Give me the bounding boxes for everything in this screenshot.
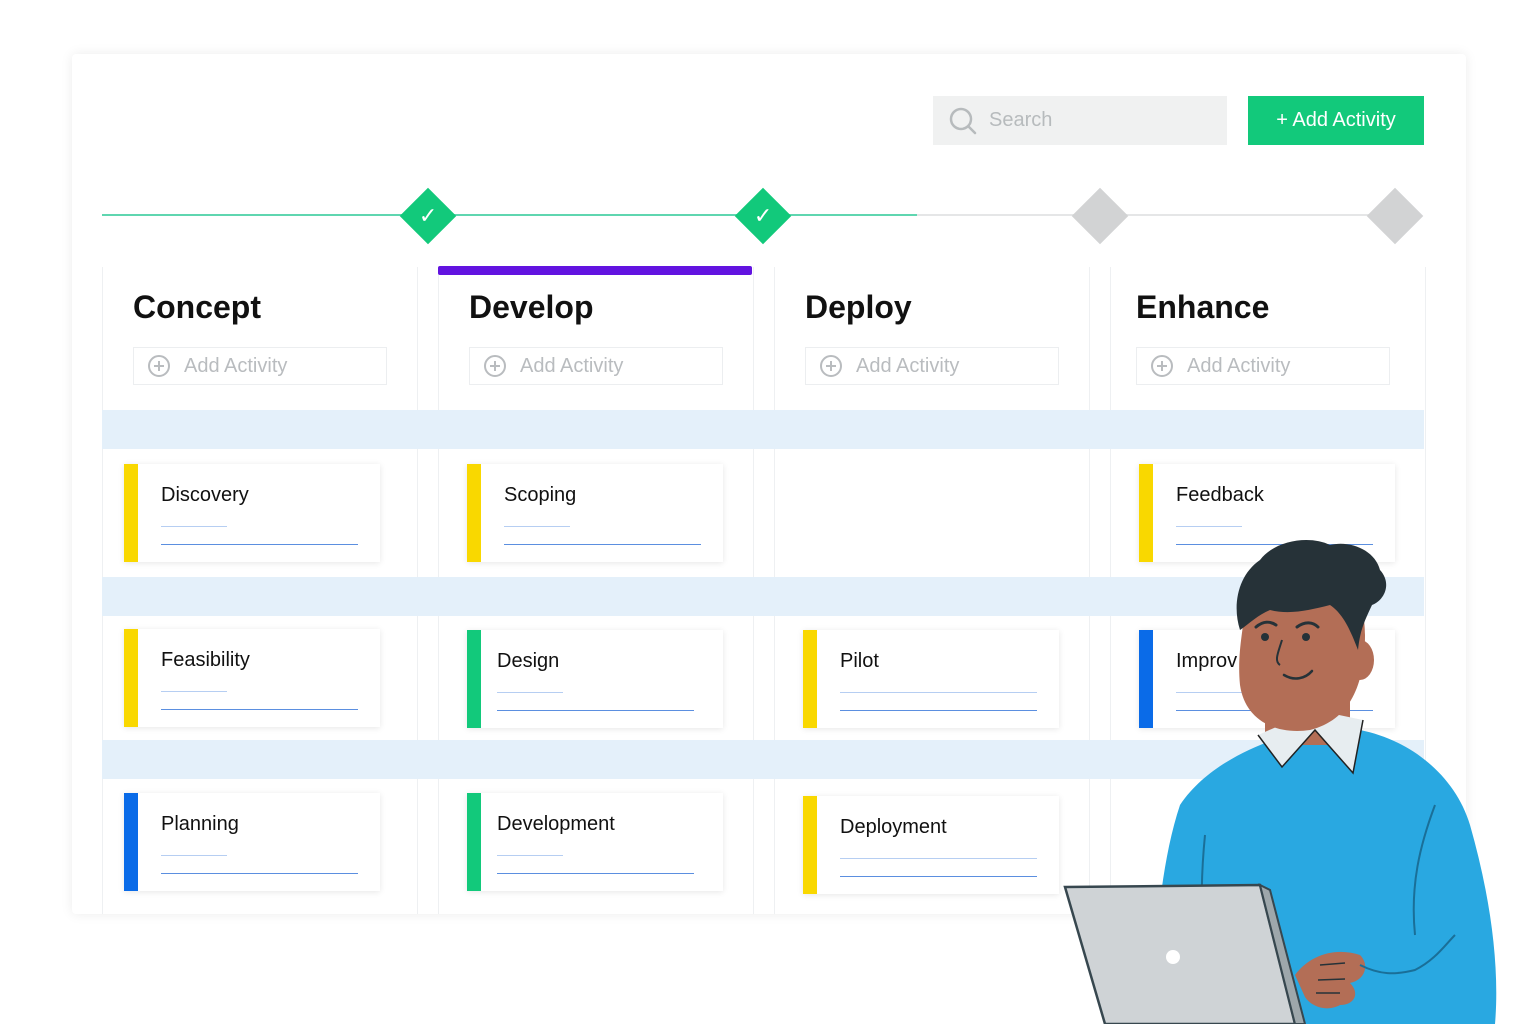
activity-card-development[interactable]: Development [467, 793, 723, 891]
card-color-stripe [1139, 630, 1153, 728]
search-input[interactable] [987, 108, 1191, 133]
card-line [161, 873, 358, 874]
card-color-stripe [124, 464, 138, 562]
timeline-pending-line [917, 214, 1395, 216]
swimlane-divider [102, 577, 1424, 616]
add-activity-label: Add Activity [520, 354, 624, 377]
card-line [161, 709, 358, 710]
column-add-activity[interactable]: Add Activity [805, 347, 1059, 385]
card-line [161, 855, 227, 856]
activity-card-design[interactable]: Design [467, 630, 723, 728]
card-title: Discovery [161, 484, 249, 506]
card-color-stripe [124, 629, 138, 727]
card-title: Pilot [840, 650, 879, 672]
card-title: Feasibility [161, 649, 250, 671]
activity-card-pilot[interactable]: Pilot [803, 630, 1059, 728]
card-title: Feedback [1176, 484, 1264, 506]
card-line [1176, 692, 1242, 693]
column-add-activity[interactable]: Add Activity [133, 347, 387, 385]
card-title: Design [497, 650, 560, 672]
card-line [497, 710, 694, 711]
check-icon: ✓ [753, 203, 773, 228]
card-title: Scoping [504, 484, 577, 506]
search-icon [949, 107, 977, 134]
card-title: Improv [1176, 650, 1238, 672]
add-activity-label: Add Activity [184, 354, 288, 377]
card-color-stripe [803, 630, 817, 728]
column-add-activity[interactable]: Add Activity [1136, 347, 1390, 385]
column-title: Concept [133, 289, 261, 325]
person-with-laptop-illustration [1063, 540, 1497, 1024]
card-line [161, 691, 227, 692]
card-color-stripe [1139, 464, 1153, 562]
card-color-stripe [467, 464, 481, 562]
check-icon: ✓ [418, 203, 438, 228]
card-line [840, 858, 1037, 859]
card-color-stripe [467, 793, 481, 891]
card-color-stripe [803, 796, 817, 894]
activity-card-discovery[interactable]: Discovery [124, 464, 380, 562]
swimlane-divider [102, 740, 1424, 779]
card-line [161, 526, 227, 527]
timeline-progress-line [102, 214, 917, 216]
activity-card-scoping[interactable]: Scoping [467, 464, 723, 562]
card-line [504, 544, 701, 545]
activity-card-planning[interactable]: Planning [124, 793, 380, 891]
column-add-activity[interactable]: Add Activity [469, 347, 723, 385]
card-line [840, 710, 1037, 711]
card-title: Deployment [840, 816, 947, 838]
card-line [840, 876, 1037, 877]
add-activity-button[interactable]: + Add Activity [1248, 96, 1424, 145]
card-color-stripe [124, 793, 138, 891]
plus-circle-icon [484, 355, 506, 377]
card-line [1176, 544, 1373, 545]
card-title: Development [497, 813, 615, 835]
active-column-indicator [438, 266, 752, 275]
activity-card-deployment[interactable]: Deployment [803, 796, 1059, 894]
card-title: Planning [161, 813, 239, 835]
search-box[interactable] [933, 96, 1227, 145]
card-line [840, 692, 1037, 693]
plus-circle-icon [820, 355, 842, 377]
swimlane-divider [102, 410, 1424, 449]
card-line [497, 873, 694, 874]
card-line [504, 526, 570, 527]
add-activity-label: Add Activity [856, 354, 960, 377]
card-color-stripe [467, 630, 481, 728]
add-activity-label: Add Activity [1187, 354, 1291, 377]
card-line [497, 692, 563, 693]
card-line [161, 544, 358, 545]
column-title: Enhance [1136, 289, 1270, 325]
card-line [497, 855, 563, 856]
activity-card-feasibility[interactable]: Feasibility [124, 629, 380, 727]
plus-circle-icon [148, 355, 170, 377]
plus-circle-icon [1151, 355, 1173, 377]
column-title: Develop [469, 289, 594, 325]
column-title: Deploy [805, 289, 912, 325]
card-line [1176, 526, 1242, 527]
